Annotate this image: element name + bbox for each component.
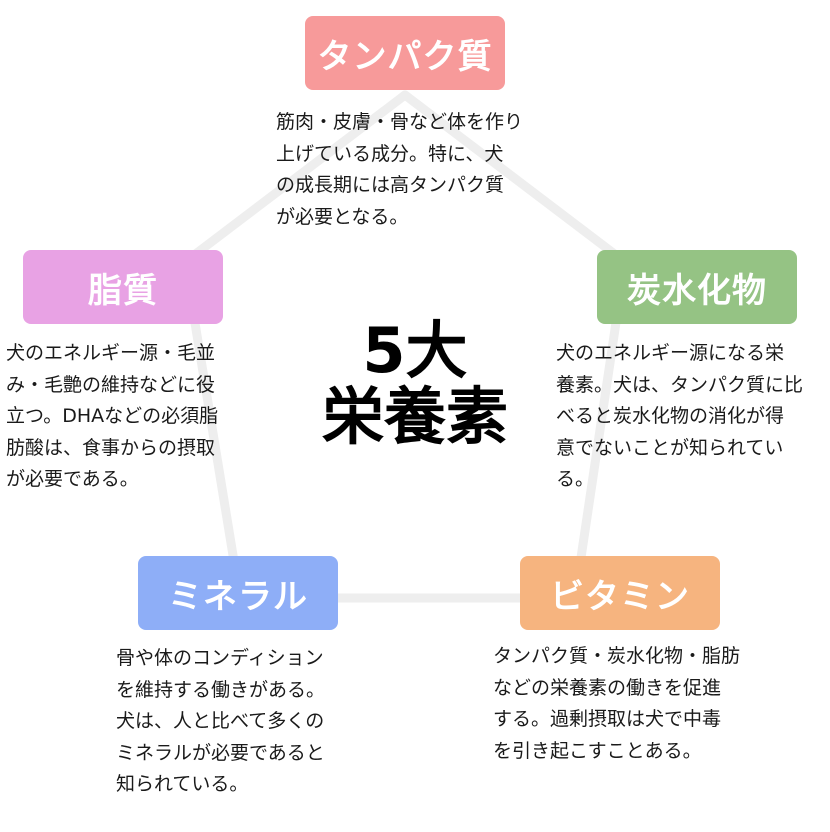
vitamin-description: タンパク質・炭水化物・脂肪 などの栄養素の働きを促進 する。過剰摂取は犬で中毒 … <box>493 645 741 762</box>
protein-label: タンパク質 <box>305 16 505 90</box>
protein-description: 筋肉・皮膚・骨など体を作り 上げている成分。特に、犬 の成長期には高タンパク質 … <box>276 111 524 228</box>
center-title: 5大 栄養素 <box>321 314 508 453</box>
carbohydrate-label: 炭水化物 <box>597 250 797 324</box>
mineral-label: ミネラル <box>138 556 338 630</box>
fat-label: 脂質 <box>23 250 223 324</box>
mineral-description: 骨や体のコンディション を維持する働きがある。 犬は、人と比べて多くの ミネラル… <box>116 647 326 795</box>
fat-description: 犬のエネルギー源・毛並 み・毛艶の維持などに役 立つ。DHAなどの必須脂 肪酸は… <box>6 342 219 490</box>
vitamin-label: ビタミン <box>520 556 720 630</box>
pentagon-shape <box>180 90 630 603</box>
carbohydrate-description: 犬のエネルギー源になる栄 養素。犬は、タンパク質に比 べると炭水化物の消化が得 … <box>556 342 804 490</box>
